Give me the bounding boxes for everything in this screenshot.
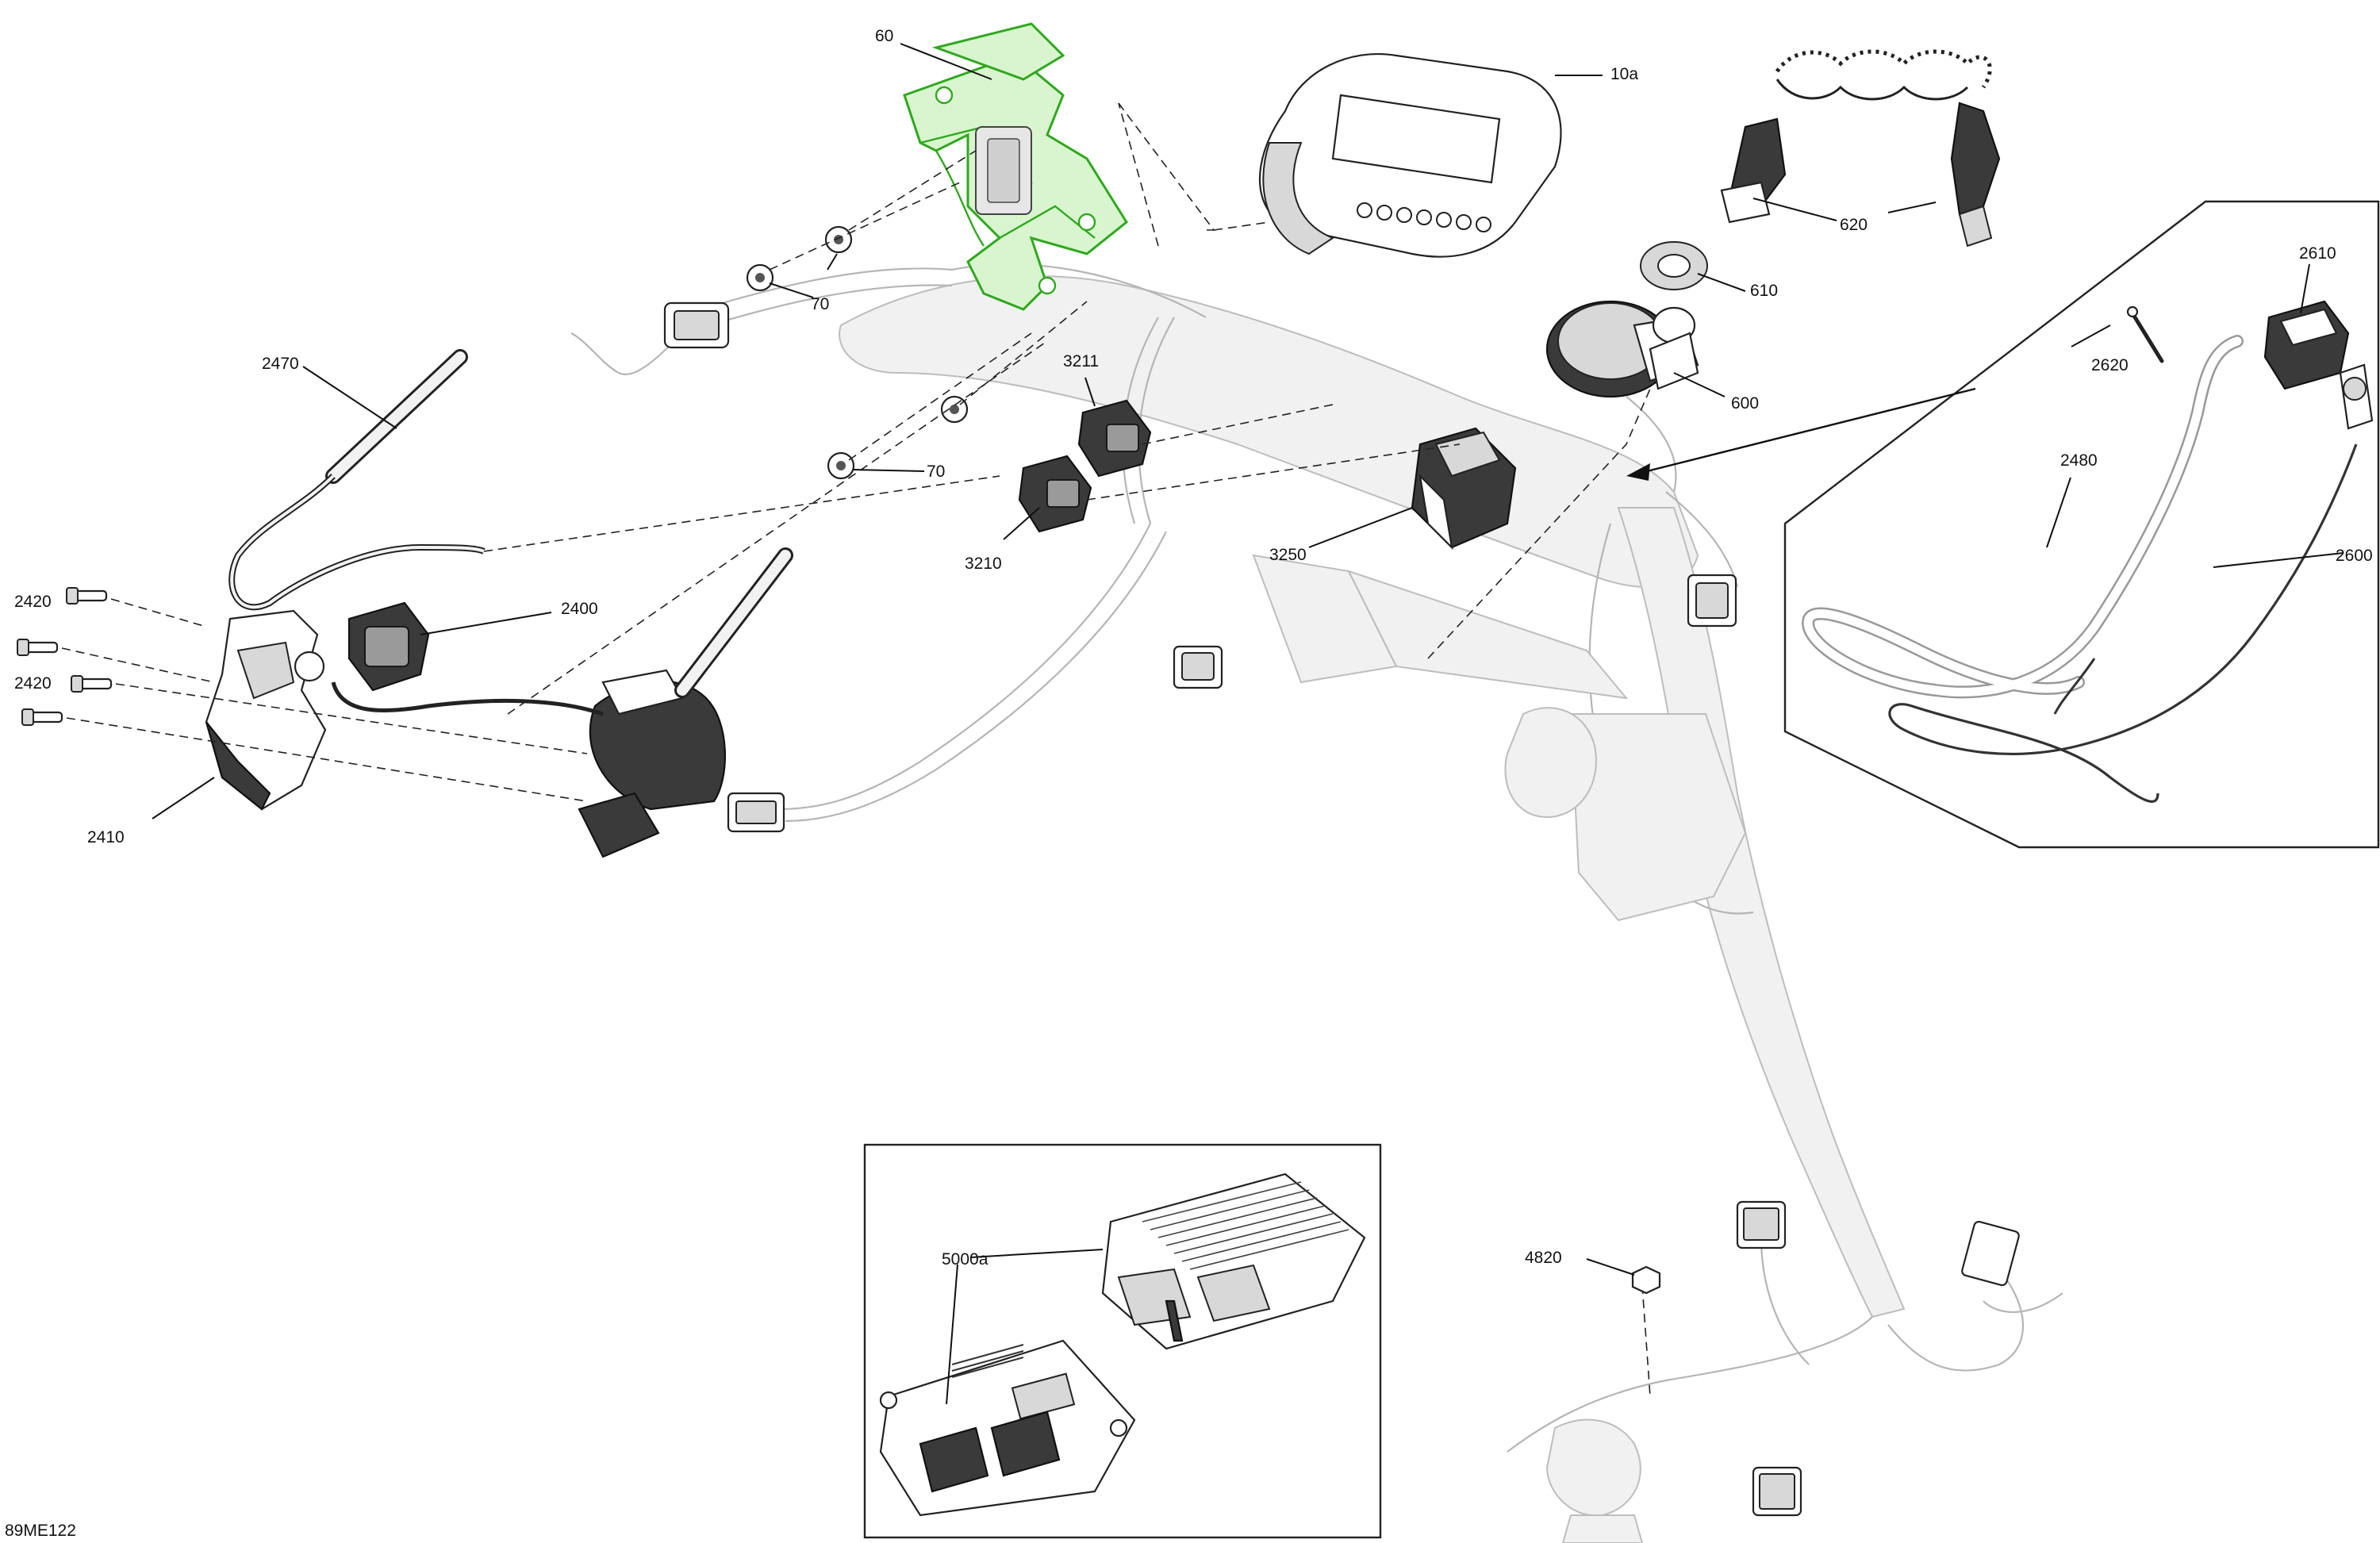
- callout-10a[interactable]: 10a: [1610, 65, 1638, 83]
- relay-3250[interactable]: [1411, 427, 1517, 551]
- callout-70-upper[interactable]: 70: [811, 295, 829, 313]
- callout-3211[interactable]: 3211: [1063, 352, 1099, 370]
- screw-2420-d[interactable]: [21, 708, 63, 726]
- grommet-610[interactable]: [1640, 241, 1708, 290]
- ecm-module-5000a[interactable]: [879, 1173, 1366, 1517]
- switch-housing-2410[interactable]: [205, 609, 327, 811]
- key-switch-600[interactable]: [1545, 300, 1699, 398]
- harness-connector-lower-left: [727, 792, 785, 833]
- leader-lines: [152, 43, 2344, 1405]
- harness-2480[interactable]: [1802, 335, 2244, 699]
- callout-2610[interactable]: 2610: [2299, 244, 2336, 263]
- callout-5000a[interactable]: 5000a: [942, 1250, 988, 1269]
- callout-2420-top[interactable]: 2420: [14, 593, 52, 611]
- callout-600[interactable]: 600: [1731, 394, 1759, 413]
- nut-4820[interactable]: [1631, 1265, 1661, 1295]
- callout-2410[interactable]: 2410: [87, 828, 125, 846]
- pin-2620[interactable]: [2126, 305, 2164, 363]
- callout-2420-mid[interactable]: 2420: [14, 674, 52, 693]
- callout-610[interactable]: 610: [1750, 282, 1778, 300]
- screw-70-b[interactable]: [824, 225, 853, 254]
- callout-60[interactable]: 60: [875, 27, 893, 45]
- display-cluster-10a[interactable]: [1259, 53, 1562, 258]
- lever-rod-2470[interactable]: [228, 349, 486, 611]
- screw-70-c[interactable]: [940, 395, 969, 424]
- wire-2600[interactable]: [1888, 443, 2358, 803]
- harness-connector-bottom-c: [1752, 1466, 1802, 1517]
- connector-3211[interactable]: [1077, 399, 1152, 478]
- harness-connector-bottom-b: [1961, 1220, 2020, 1287]
- alignment-lines: [61, 102, 2262, 1397]
- tether-cord-620[interactable]: [1720, 49, 2001, 248]
- bracket-60[interactable]: [903, 22, 1128, 311]
- callout-2600[interactable]: 2600: [2336, 547, 2373, 565]
- harness-connector-left: [663, 301, 730, 349]
- diagram-reference-code: 89ME122: [5, 1522, 76, 1540]
- harness-connector-bottom-a: [1736, 1200, 1787, 1249]
- sensor-bracket: [2339, 363, 2374, 430]
- callout-620-left[interactable]: 620: [1840, 216, 1868, 234]
- screw-70-a[interactable]: [746, 263, 774, 292]
- module-2610[interactable]: [2263, 300, 2350, 390]
- screw-2420-c[interactable]: [71, 675, 113, 693]
- screw-2420-b[interactable]: [17, 639, 59, 656]
- callout-4820[interactable]: 4820: [1525, 1249, 1562, 1267]
- callout-3210[interactable]: 3210: [965, 555, 1002, 573]
- connector-3210[interactable]: [1018, 455, 1092, 533]
- callout-2470[interactable]: 2470: [262, 355, 299, 373]
- detail-inset-right: [1626, 200, 2380, 849]
- screw-2420-a[interactable]: [66, 587, 108, 605]
- switch-2400[interactable]: [331, 547, 793, 858]
- callout-2400[interactable]: 2400: [561, 600, 598, 618]
- callout-3250[interactable]: 3250: [1269, 546, 1307, 564]
- screw-70-d[interactable]: [827, 451, 855, 480]
- callout-2620[interactable]: 2620: [2091, 356, 2129, 374]
- callout-2480[interactable]: 2480: [2060, 451, 2098, 470]
- callout-70-lower[interactable]: 70: [927, 463, 945, 481]
- callout-labels: 60 10a 620 610 600 70 70 3211 3210 3250 …: [14, 27, 2373, 1269]
- harness-connector-right: [1687, 574, 1737, 628]
- harness-connector-mid: [1173, 645, 1223, 689]
